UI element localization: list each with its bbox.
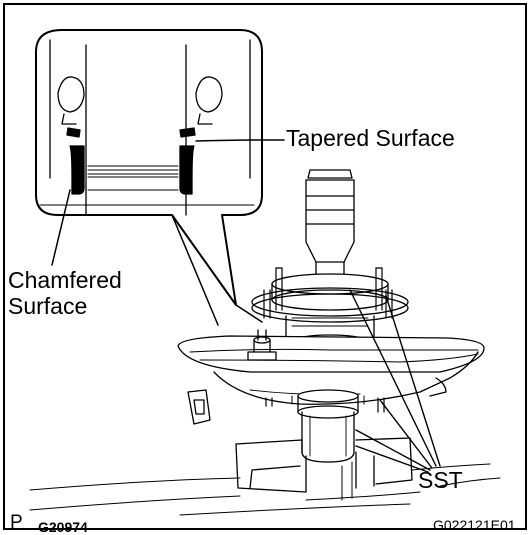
sst-leader-3 bbox=[379, 399, 433, 469]
figure-number-label: G20974 bbox=[38, 519, 88, 535]
press-ram bbox=[305, 169, 355, 281]
right-race bbox=[179, 145, 195, 195]
lower-support bbox=[291, 389, 365, 463]
support-blocks bbox=[29, 437, 501, 516]
sst-leader-4 bbox=[355, 429, 431, 471]
chamfered-surface-label: Chamfered Surface bbox=[8, 267, 122, 319]
backing-plate bbox=[177, 329, 485, 425]
tapered-surface-label: Tapered Surface bbox=[286, 125, 455, 151]
corner-mark-label: P bbox=[10, 512, 23, 533]
sst-leader-1 bbox=[349, 289, 437, 467]
sst-leader-2 bbox=[385, 295, 441, 467]
chamfered-leader bbox=[51, 189, 71, 266]
drawing-code-label: G022121E01 bbox=[433, 517, 516, 533]
figure-frame bbox=[3, 3, 527, 530]
tapered-leader bbox=[195, 139, 285, 142]
sst-leader-5 bbox=[355, 445, 429, 473]
sst-label: SST bbox=[418, 467, 463, 493]
left-race bbox=[69, 145, 85, 195]
detail-inset bbox=[35, 29, 263, 326]
